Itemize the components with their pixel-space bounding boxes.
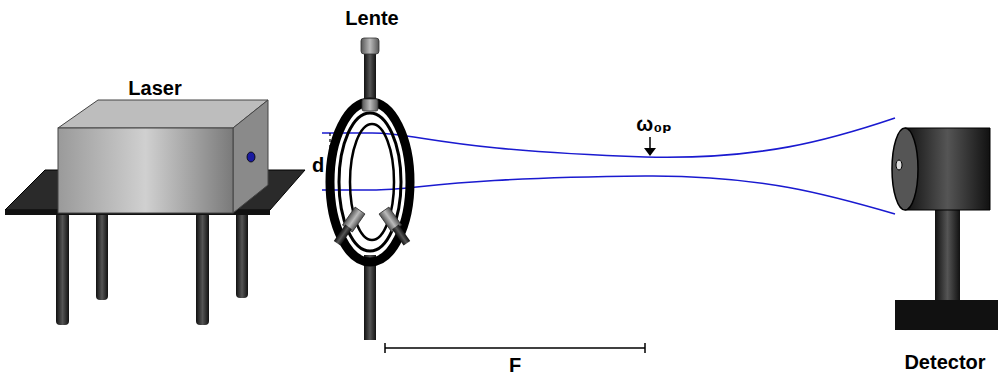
detector <box>892 128 998 330</box>
waist-label: ω₀ₚ <box>636 113 672 135</box>
laser-box <box>58 100 268 213</box>
laser-label: Laser <box>128 77 181 99</box>
f-dimension-line <box>385 343 645 353</box>
focal-length-label: F <box>509 354 521 376</box>
table-legs <box>56 200 248 325</box>
dimension-label: d <box>312 154 324 176</box>
lens-holder <box>330 38 412 340</box>
lens-label: Lente <box>345 7 398 29</box>
waist-arrow <box>644 137 656 156</box>
detector-label: Detector <box>904 351 985 373</box>
